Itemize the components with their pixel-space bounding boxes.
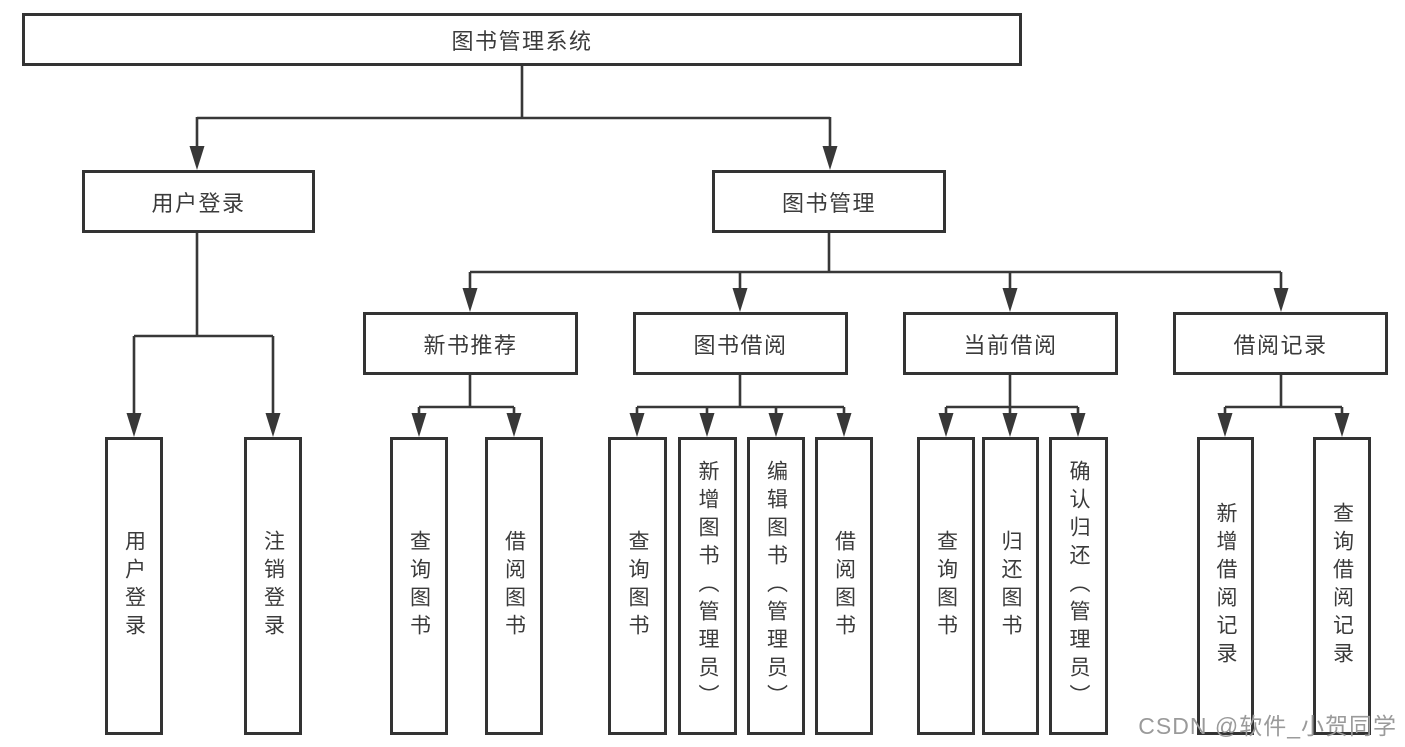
watermark: CSDN @软件_小贺同学 — [1138, 713, 1397, 739]
node-book-management: 图书管理 — [712, 170, 946, 233]
leaf-borrow-books-borrowing: 借阅图书 — [815, 437, 873, 735]
node-label: 新书推荐 — [423, 332, 518, 358]
node-current-borrowing: 当前借阅 — [903, 312, 1118, 375]
leaf-label: 确认归还（管理员） — [1067, 460, 1090, 712]
node-library-management-system: 图书管理系统 — [22, 13, 1022, 66]
node-label: 图书管理 — [781, 190, 876, 216]
leaf-edit-books-admin: 编辑图书（管理员） — [747, 437, 805, 735]
leaf-label: 新增图书（管理员） — [696, 460, 719, 712]
leaf-label: 查询借阅记录 — [1330, 502, 1354, 670]
node-user-login: 用户登录 — [82, 170, 315, 233]
leaf-label: 查询图书 — [407, 530, 431, 642]
node-label: 图书管理系统 — [451, 28, 593, 54]
leaf-label: 借阅图书 — [502, 530, 526, 642]
leaf-label: 借阅图书 — [832, 530, 856, 642]
leaf-query-books-recommend: 查询图书 — [390, 437, 448, 735]
node-label: 借阅记录 — [1233, 332, 1328, 358]
leaf-query-books-borrowing: 查询图书 — [608, 437, 667, 735]
leaf-label: 新增借阅记录 — [1214, 502, 1237, 670]
leaf-label: 用户登录 — [122, 530, 146, 642]
node-label: 用户登录 — [151, 190, 246, 216]
leaf-query-borrow-record: 查询借阅记录 — [1313, 437, 1371, 735]
leaf-confirm-return-admin: 确认归还（管理员） — [1049, 437, 1108, 735]
node-borrowing-records: 借阅记录 — [1173, 312, 1388, 375]
leaf-return-books: 归还图书 — [982, 437, 1039, 735]
node-book-borrowing: 图书借阅 — [633, 312, 848, 375]
leaf-label: 注销登录 — [261, 530, 285, 642]
node-label: 图书借阅 — [693, 332, 788, 358]
leaf-user-login: 用户登录 — [105, 437, 163, 735]
leaf-query-books-current: 查询图书 — [917, 437, 975, 735]
leaf-logout-login: 注销登录 — [244, 437, 302, 735]
node-new-book-recommendation: 新书推荐 — [363, 312, 578, 375]
leaf-label: 查询图书 — [934, 530, 958, 642]
arrowheads — [126, 146, 1350, 437]
leaf-label: 查询图书 — [626, 530, 649, 642]
node-label: 当前借阅 — [963, 332, 1058, 358]
leaf-label: 归还图书 — [999, 530, 1022, 642]
leaf-borrow-books-recommend: 借阅图书 — [485, 437, 543, 735]
leaf-add-books-admin: 新增图书（管理员） — [678, 437, 737, 735]
leaf-add-borrow-record: 新增借阅记录 — [1197, 437, 1254, 735]
leaf-label: 编辑图书（管理员） — [764, 460, 788, 712]
